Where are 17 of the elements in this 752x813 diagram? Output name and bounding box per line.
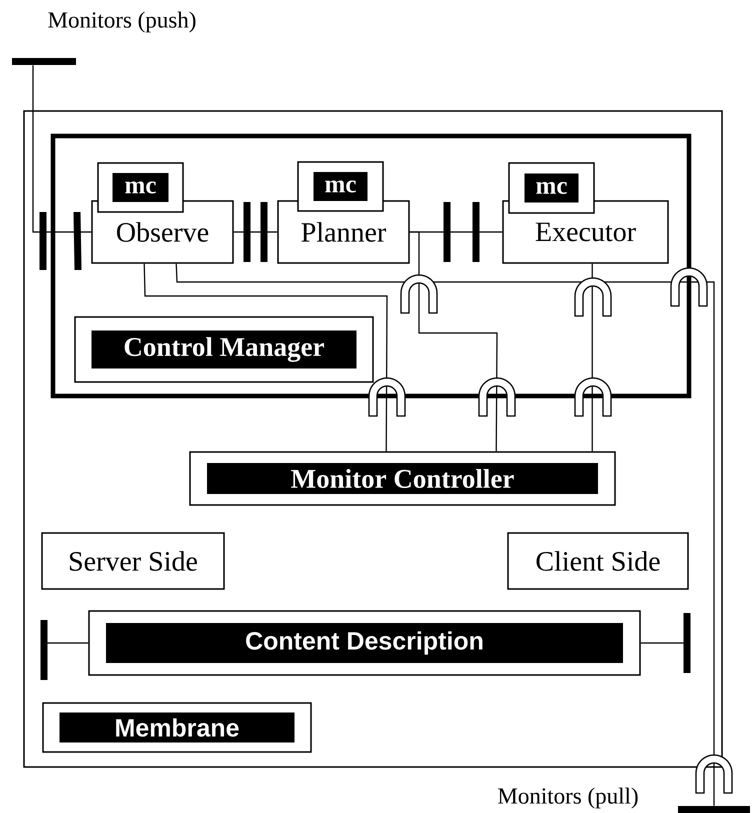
interface-label: Monitors (pull) <box>498 788 638 808</box>
binding-line <box>592 264 593 452</box>
component-box: Content Description <box>88 610 641 676</box>
interface-label: Monitors (push) <box>48 12 196 32</box>
binding-line <box>234 231 278 233</box>
component-box: Server Side <box>41 532 225 590</box>
component-box: Client Side <box>507 532 689 590</box>
binding-line <box>410 231 498 452</box>
label-box: mc <box>97 162 184 213</box>
component-box: Control Manager <box>74 316 374 383</box>
component-box: Membrane <box>42 702 312 753</box>
binding-line <box>176 264 715 806</box>
binding-line <box>32 65 92 233</box>
label-box: mc <box>297 161 384 212</box>
binding-line <box>144 264 388 452</box>
component-box: Monitor Controller <box>189 451 616 506</box>
label-box: mc <box>508 162 595 214</box>
